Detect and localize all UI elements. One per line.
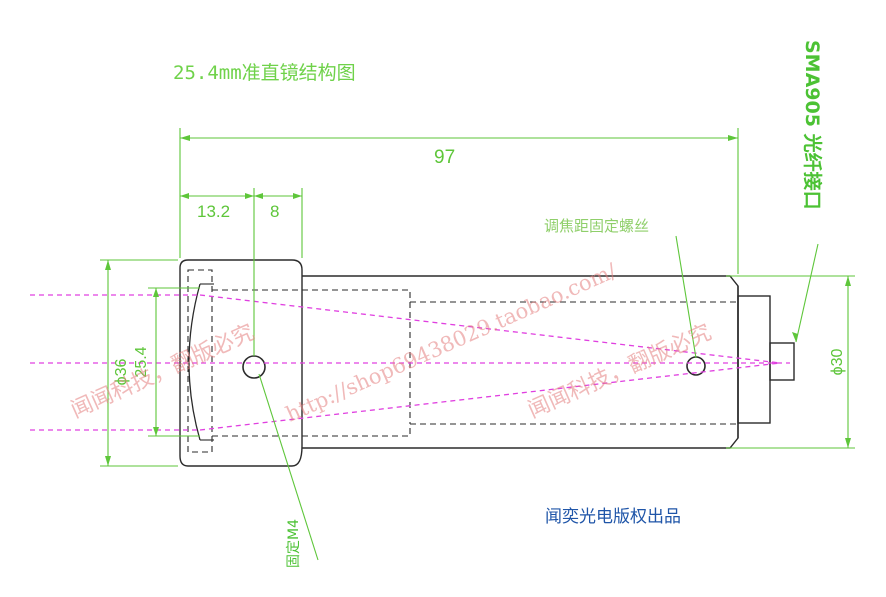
dim-right-diameter: ϕ30	[829, 349, 846, 376]
dimension-arrows	[105, 135, 851, 466]
watermark-left: 闻闻科技，翻版必究	[67, 320, 258, 423]
dim-lens-diameter: 25.4	[133, 346, 150, 377]
sma-step	[737, 295, 771, 424]
optical-rays	[30, 294, 790, 431]
dim-outer-diameter: ϕ36	[113, 359, 130, 386]
watermark-right: 闻闻科技，翻版必究	[524, 320, 715, 423]
dimension-lines	[100, 128, 855, 561]
fix-screw-label: 固定M4	[286, 519, 302, 568]
dim-overall-length: 97	[434, 147, 455, 168]
connector-label: SMA905 光纤接口	[801, 40, 824, 210]
body-outline	[179, 259, 795, 467]
lens-surface	[188, 283, 201, 441]
sma-nub	[769, 342, 795, 381]
dim-hole-offset: 8	[270, 202, 279, 221]
lens-pocket	[187, 269, 213, 453]
fix-screw-hole	[242, 355, 266, 379]
flange-outline	[179, 259, 303, 467]
dim-flange-length: 13.2	[197, 202, 230, 221]
credit-label: 闻奕光电版权出品	[545, 507, 681, 527]
drawing-title: 25.4mm准直镜结构图	[173, 62, 356, 84]
focus-screw-label: 调焦距固定螺丝	[544, 217, 649, 235]
